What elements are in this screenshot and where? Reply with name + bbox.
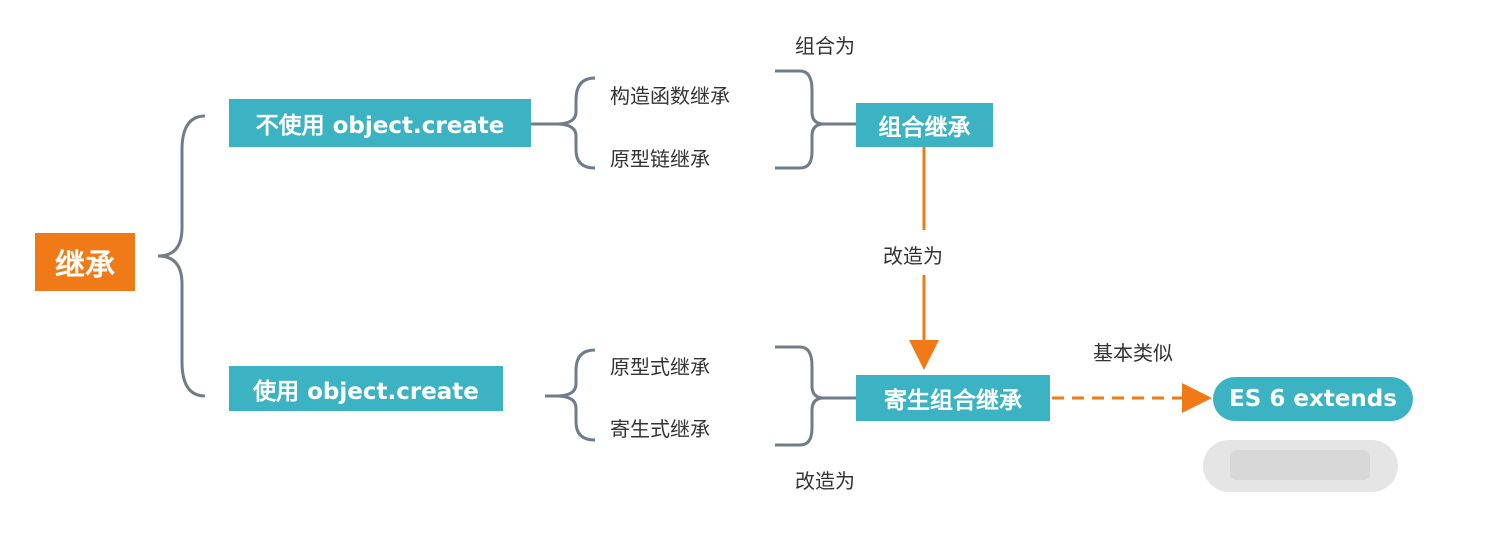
root-node: 继承: [35, 233, 135, 291]
node-combination-inheritance: 组合继承: [856, 103, 993, 147]
top-children-bracket: [555, 76, 596, 170]
root-bracket: [157, 114, 206, 398]
top-combine-bracket: [775, 69, 825, 170]
node-es6-extends: ES 6 extends: [1213, 377, 1413, 421]
label-combine-as: 组合为: [795, 34, 855, 58]
node-parasitic-combination-inheritance: 寄生组合继承: [856, 375, 1050, 421]
label-transform-vertical: 改造为: [883, 244, 943, 268]
node-no-object-create: 不使用 object.create: [229, 99, 531, 147]
bottom-children-bracket: [555, 348, 596, 442]
child-parasitic-inheritance: 寄生式继承: [610, 417, 710, 441]
label-basically-similar: 基本类似: [1093, 341, 1173, 365]
child-prototypal-inheritance: 原型式继承: [610, 355, 710, 379]
bottom-transform-bracket: [775, 345, 825, 447]
child-prototype-chain-inheritance: 原型链继承: [610, 147, 710, 171]
child-constructor-inheritance: 构造函数继承: [610, 84, 730, 108]
node-use-object-create: 使用 object.create: [229, 366, 503, 411]
label-transform-bottom: 改造为: [795, 469, 855, 493]
